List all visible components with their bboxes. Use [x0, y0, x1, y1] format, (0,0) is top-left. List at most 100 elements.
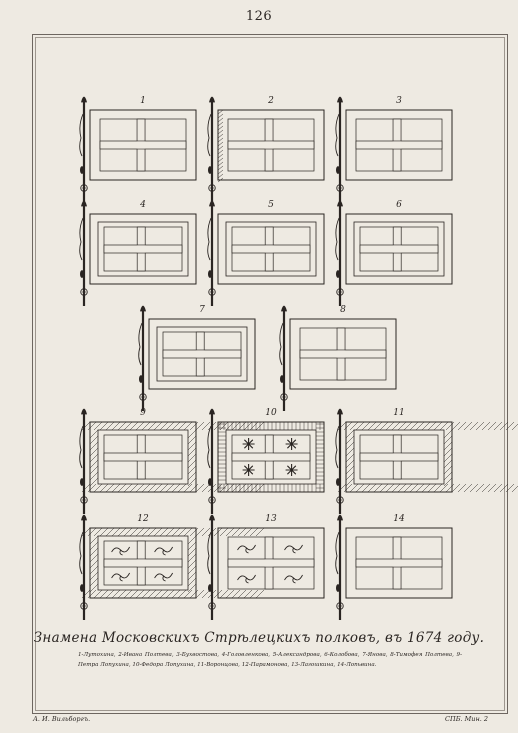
flag-field	[345, 213, 453, 285]
pole-knob	[280, 393, 288, 401]
flag-field	[345, 109, 453, 181]
tassel	[80, 270, 85, 278]
flag-13	[207, 514, 325, 620]
flag-number-10: 10	[265, 408, 277, 418]
swirl-ornament	[154, 572, 174, 582]
border-hatching	[337, 421, 518, 493]
flag-11	[335, 408, 518, 514]
flag-border	[225, 221, 317, 277]
tassel-cord	[335, 113, 340, 157]
flag-number-12: 12	[137, 514, 149, 524]
pole-finial	[80, 96, 88, 103]
flag-field	[89, 421, 197, 493]
tassel	[138, 375, 143, 383]
footer-publisher: А. И. Вильборгъ.	[33, 715, 91, 723]
pole-finial	[208, 96, 216, 103]
pole-knob	[208, 602, 216, 610]
tassel-cord	[279, 322, 284, 366]
tassel-cord	[207, 217, 212, 261]
flag-number-14: 14	[393, 514, 405, 524]
tassel-cord	[79, 113, 84, 157]
flag-border	[97, 221, 189, 277]
flag-field	[217, 527, 325, 599]
tassel-cord	[138, 322, 143, 366]
pole-finial	[208, 514, 216, 521]
tassel-cord	[335, 531, 340, 575]
tassel	[207, 478, 212, 486]
flag-border	[97, 535, 189, 591]
flag-field	[89, 527, 197, 599]
tassel	[279, 375, 284, 383]
pole-finial	[280, 305, 288, 312]
pole-finial	[139, 305, 147, 312]
flag-2	[207, 96, 325, 202]
pole-finial	[80, 408, 88, 415]
flag-number-4: 4	[140, 200, 146, 210]
pole-knob	[208, 288, 216, 296]
pole-knob	[208, 184, 216, 192]
pole-finial	[336, 514, 344, 521]
pole-knob	[80, 602, 88, 610]
plate-outer-frame	[32, 34, 508, 714]
pole-finial	[208, 200, 216, 207]
star-ornament	[242, 438, 255, 450]
tassel-cord	[79, 217, 84, 261]
flag-6	[335, 200, 453, 306]
flag-field	[148, 318, 256, 390]
pole-finial	[208, 408, 216, 415]
pole-knob	[80, 496, 88, 504]
tassel-cord	[207, 531, 212, 575]
tassel	[207, 584, 212, 592]
flag-10	[207, 408, 325, 514]
flag-field	[89, 213, 197, 285]
tassel-cord	[207, 113, 212, 157]
tassel-cord	[335, 425, 340, 469]
pole-finial	[80, 514, 88, 521]
pole-finial	[80, 200, 88, 207]
flag-border	[353, 429, 445, 485]
star-ornament	[242, 464, 255, 476]
tassel	[335, 584, 340, 592]
flag-5	[207, 200, 325, 306]
swirl-ornament	[237, 574, 256, 584]
flag-number-3: 3	[396, 96, 402, 106]
flag-border	[353, 221, 445, 277]
tassel	[335, 478, 340, 486]
plate-legend: 1-Лутохина, 2-Ивана Полтева, 3-Бухвостов…	[78, 652, 462, 668]
pole-knob	[336, 496, 344, 504]
flag-number-13: 13	[265, 514, 277, 524]
tassel-cord	[335, 217, 340, 261]
pole-knob	[336, 184, 344, 192]
flag-number-7: 7	[199, 305, 205, 315]
pole-knob	[80, 184, 88, 192]
flag-field	[289, 318, 397, 390]
flag-field	[345, 527, 453, 599]
plate-inner-frame	[35, 37, 505, 711]
tassel-cord	[79, 425, 84, 469]
tassel	[207, 270, 212, 278]
pole-finial	[336, 96, 344, 103]
tassel	[80, 166, 85, 174]
pole-knob	[336, 602, 344, 610]
pole-stripe	[217, 109, 224, 183]
flag-number-5: 5	[268, 200, 274, 210]
swirl-ornament	[111, 572, 131, 582]
flag-border	[97, 429, 189, 485]
tassel-cord	[207, 425, 212, 469]
flag-field	[89, 109, 197, 181]
border-lines	[218, 422, 324, 492]
footer-printer: СПБ. Мин. 2	[445, 715, 488, 723]
flag-border	[225, 429, 317, 485]
flag-number-8: 8	[340, 305, 346, 315]
flag-9	[79, 408, 265, 514]
flag-number-6: 6	[396, 200, 402, 210]
flag-border	[156, 326, 248, 382]
swirl-ornament	[284, 574, 303, 584]
page-number: 126	[245, 9, 273, 24]
swirl-ornament	[284, 544, 303, 554]
star-ornament	[285, 438, 298, 450]
tassel	[80, 478, 85, 486]
flag-1	[79, 96, 197, 202]
flag-number-9: 9	[140, 408, 146, 418]
